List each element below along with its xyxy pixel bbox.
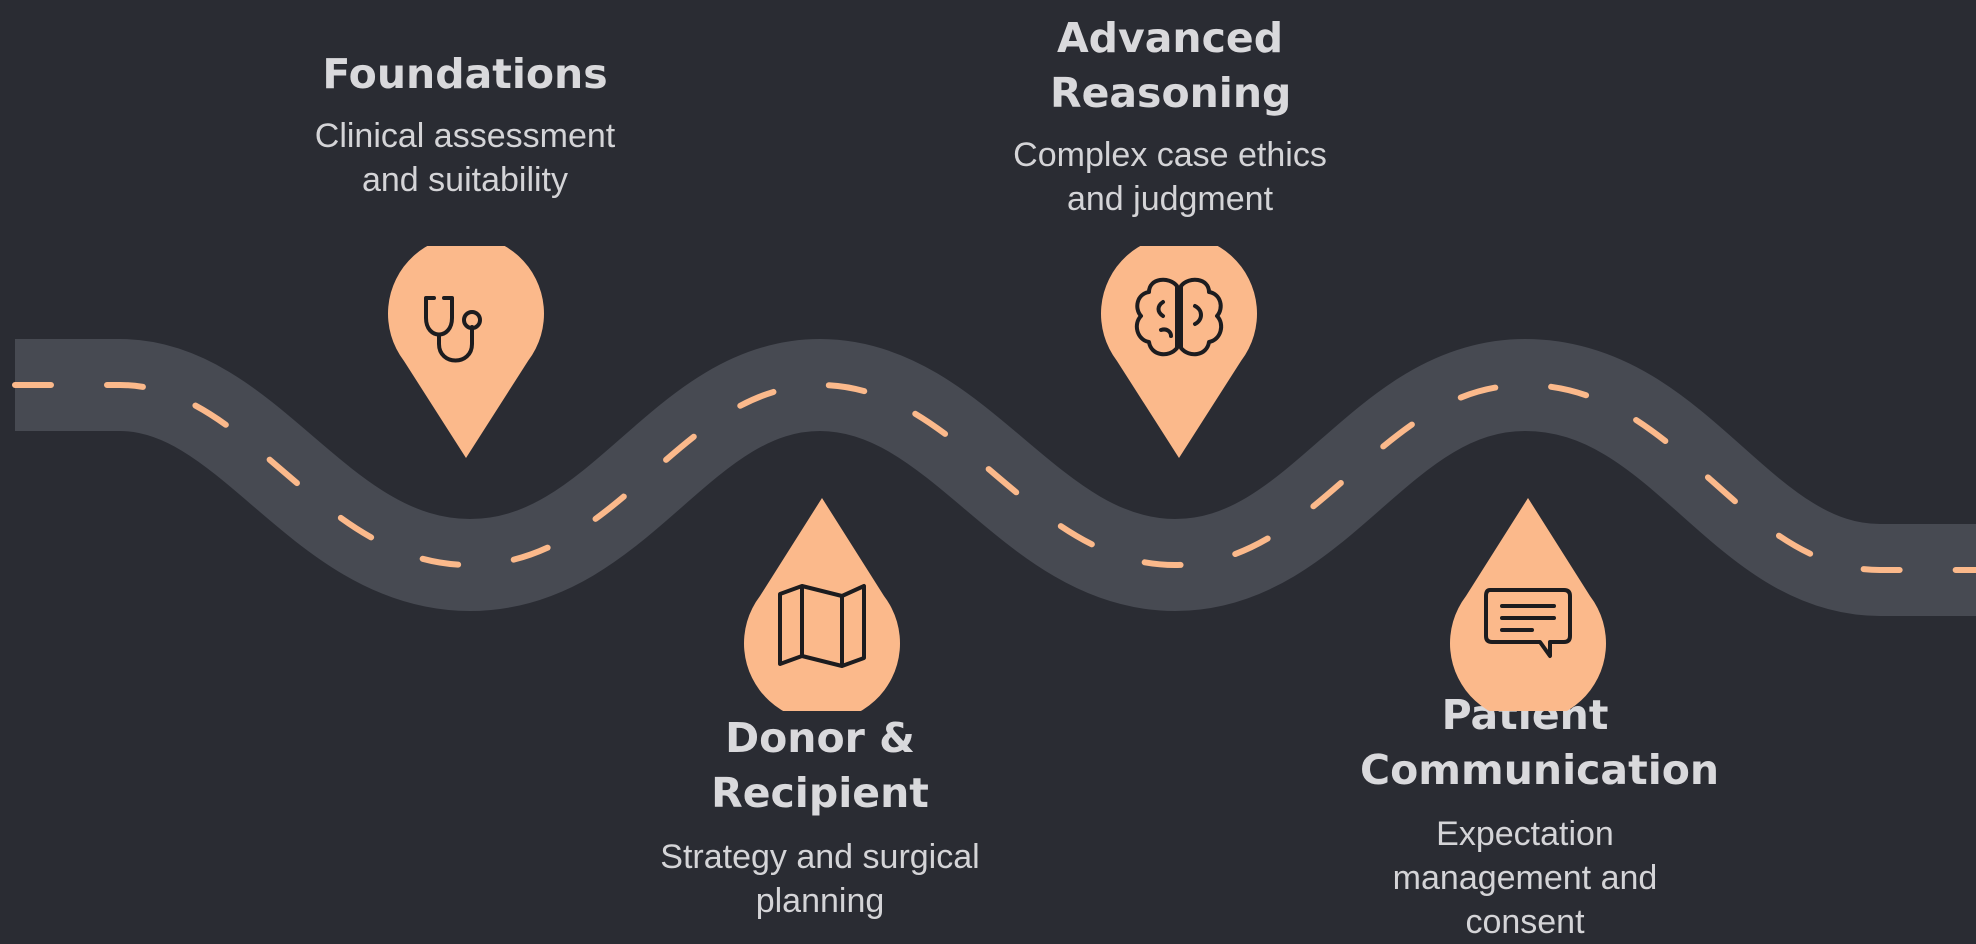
stage-foundations: Foundations Clinical assessment and suit… [290, 47, 640, 202]
stage-title: Donor & Recipient [711, 714, 929, 817]
stage-description: Complex case ethics and judgment [1013, 136, 1327, 218]
stage-donor-recipient: Donor & Recipient Strategy and surgical … [630, 711, 1010, 923]
stage-advanced-reasoning: Advanced Reasoning Complex case ethics a… [995, 11, 1345, 221]
stage-title: Foundations [322, 50, 608, 98]
stage-description: Expectation management and consent [1392, 815, 1658, 941]
stage-description: Strategy and surgical planning [660, 838, 980, 920]
pin-foundations [388, 246, 544, 458]
stage-description: Clinical assessment and suitability [314, 117, 616, 199]
message-icon [1484, 588, 1572, 658]
stage-title: Advanced Reasoning [1050, 14, 1292, 117]
pin-donor-recipient [744, 498, 900, 711]
road-center-dashes [12, 381, 1976, 573]
pin-patient-communication [1450, 498, 1606, 711]
stage-patient-communication: Patient Communication Expectation manage… [1345, 688, 1719, 944]
map-icon [778, 584, 866, 668]
stethoscope-icon [424, 296, 482, 363]
brain-icon [1134, 277, 1224, 357]
pin-advanced-reasoning [1101, 246, 1257, 458]
